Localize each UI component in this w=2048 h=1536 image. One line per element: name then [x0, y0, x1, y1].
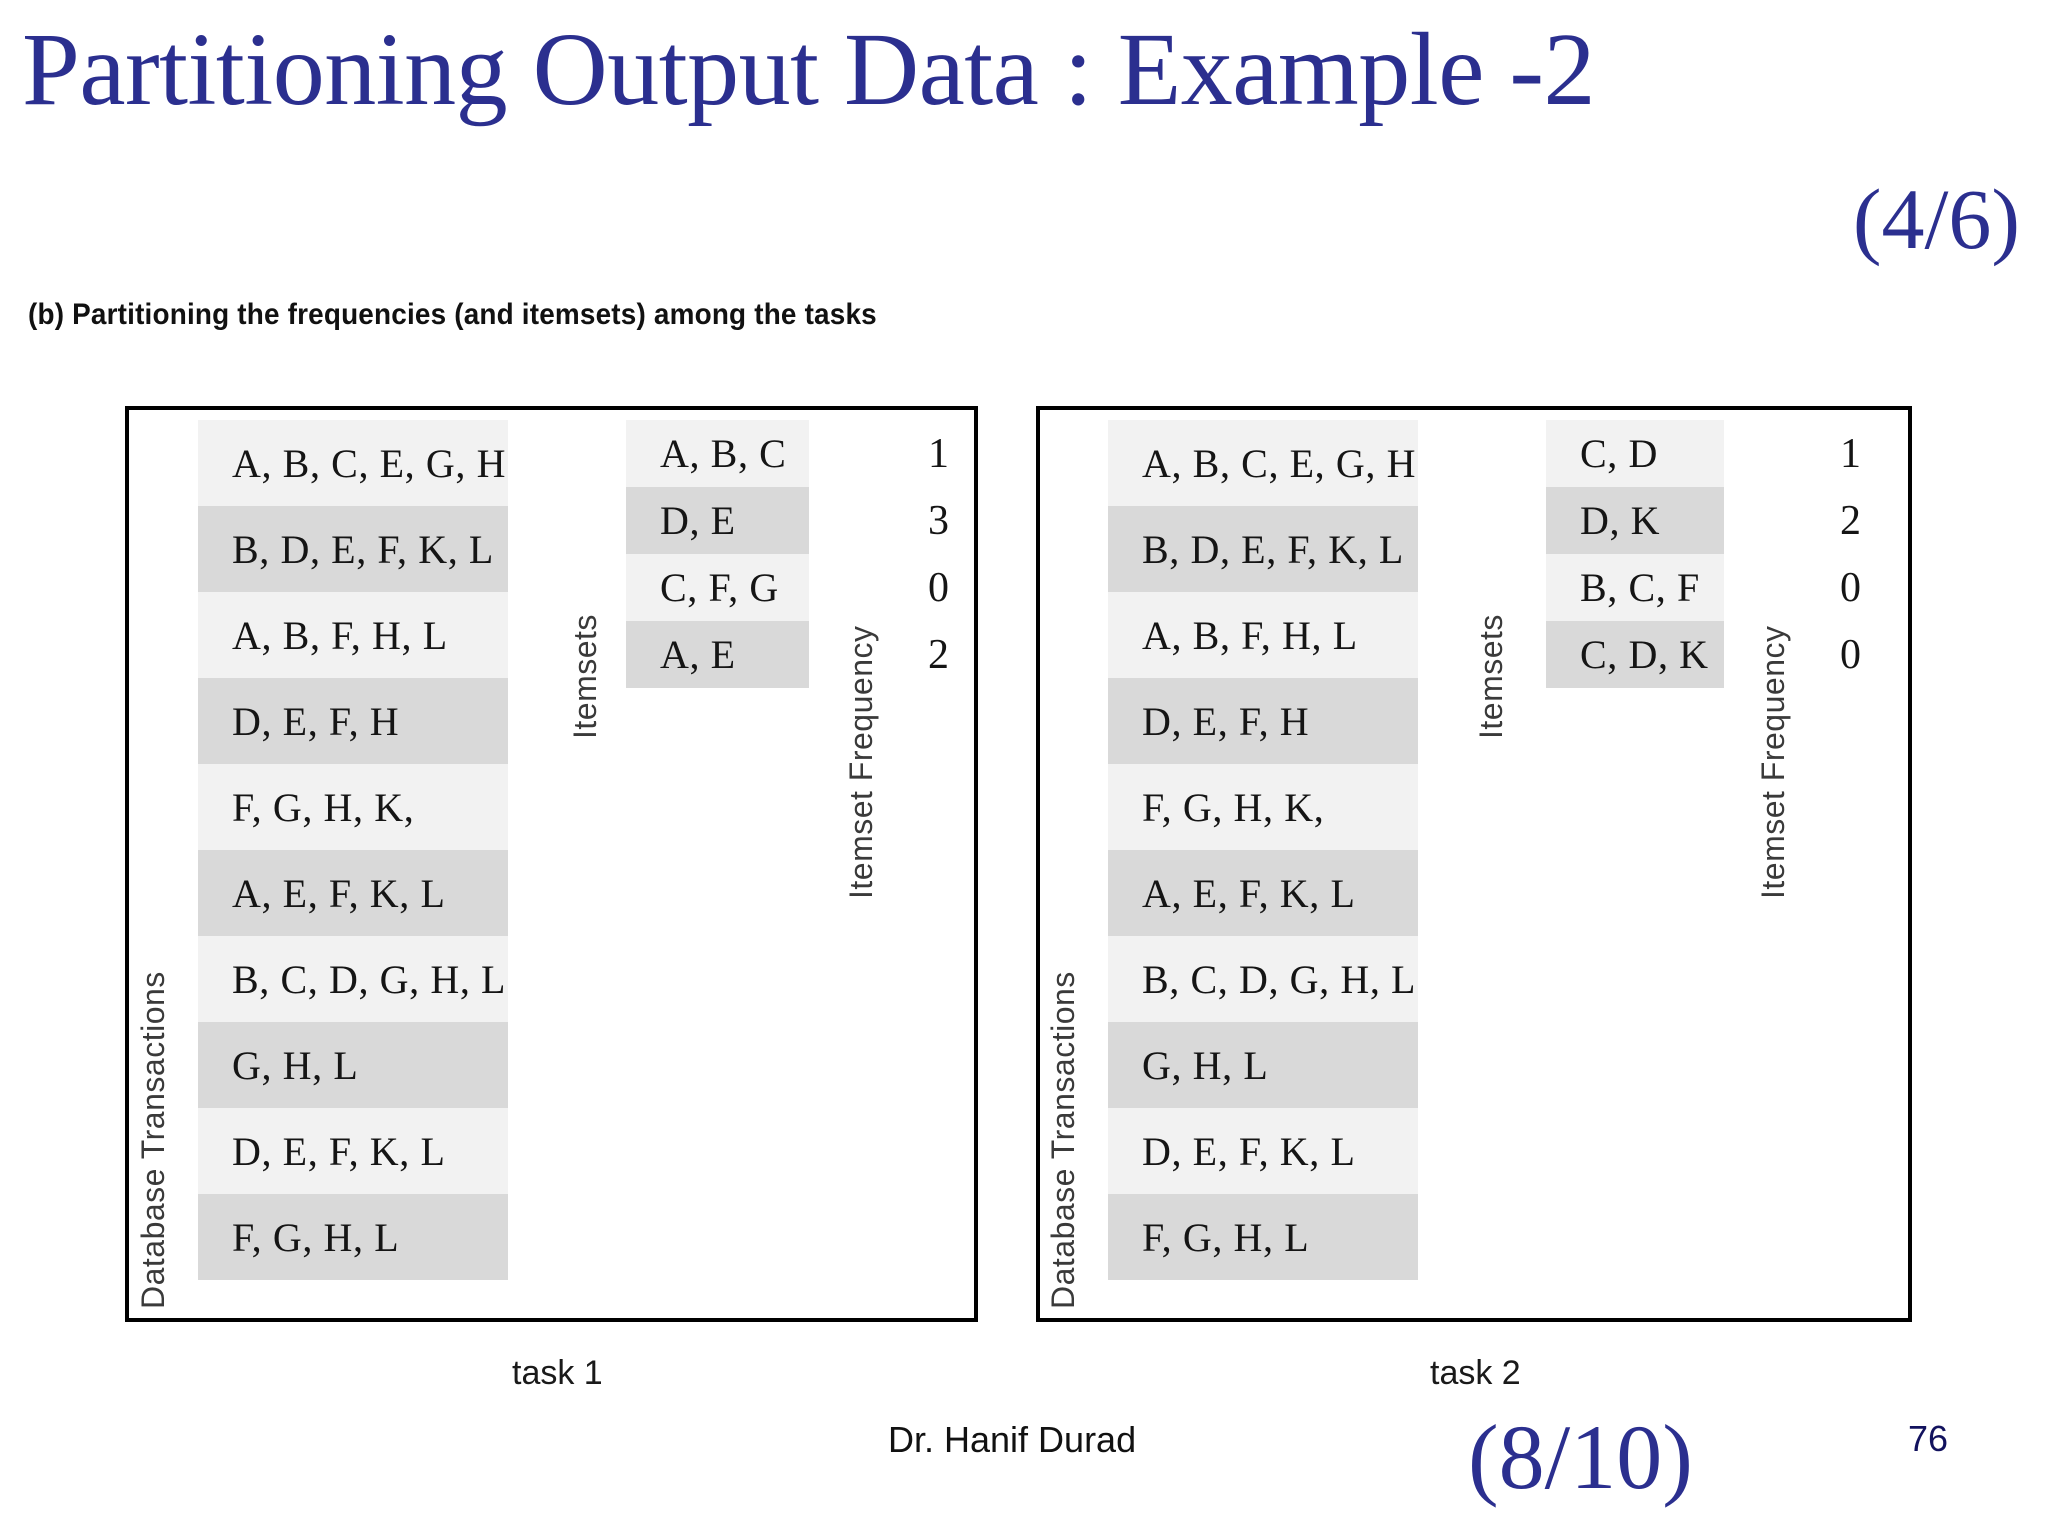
- itemset-row: A, E: [626, 621, 809, 688]
- transaction-row: A, B, F, H, L: [198, 592, 508, 678]
- axis-label-itemsets-task2: Itemsets: [1473, 614, 1509, 739]
- itemset-row: D, E: [626, 487, 809, 554]
- figure-caption: (b) Partitioning the frequencies (and it…: [28, 298, 877, 331]
- itemset-row: C, D, K: [1546, 621, 1724, 688]
- transaction-row: A, E, F, K, L: [1108, 850, 1418, 936]
- footer-author: Dr. Hanif Durad: [888, 1419, 1137, 1460]
- transaction-row: B, C, D, G, H, L: [1108, 936, 1418, 1022]
- title-page-reference: (4/6): [1852, 171, 2020, 267]
- transaction-row: A, E, F, K, L: [198, 850, 508, 936]
- task-caption-1: task 1: [512, 1354, 603, 1392]
- transaction-row: D, E, F, K, L: [198, 1108, 508, 1194]
- transaction-row: G, H, L: [198, 1022, 508, 1108]
- transaction-row: A, B, C, E, G, H: [1108, 420, 1418, 506]
- transaction-row: B, C, D, G, H, L: [198, 936, 508, 1022]
- frequency-cell: 0: [1840, 631, 1861, 678]
- transaction-row: A, B, C, E, G, H: [198, 420, 508, 506]
- frequency-cell: 1: [1840, 430, 1861, 477]
- transaction-row: A, B, F, H, L: [1108, 592, 1418, 678]
- itemset-row: C, D: [1546, 420, 1724, 487]
- transaction-row: F, G, H, L: [1108, 1194, 1418, 1280]
- transaction-row: F, G, H, K,: [198, 764, 508, 850]
- frequency-cell: 1: [928, 430, 949, 477]
- frequency-cell: 0: [1840, 564, 1861, 611]
- frequency-cell: 3: [928, 497, 949, 544]
- frequency-cell: 2: [928, 631, 949, 678]
- frequency-cell: 0: [928, 564, 949, 611]
- frequency-cell: 2: [1840, 497, 1861, 544]
- itemset-row: B, C, F: [1546, 554, 1724, 621]
- frequency-column-task2: 1 2 0 0: [1840, 420, 1890, 688]
- axis-label-transactions-task1: Database Transactions: [135, 971, 171, 1309]
- axis-label-frequency-task2: Itemset Frequency: [1755, 625, 1791, 900]
- slide-number: 76: [1908, 1418, 1949, 1459]
- axis-label-itemsets-task1: Itemsets: [567, 614, 603, 739]
- axis-label-frequency-task1: Itemset Frequency: [843, 625, 879, 900]
- axis-label-transactions-task2: Database Transactions: [1045, 971, 1081, 1309]
- transaction-row: B, D, E, F, K, L: [198, 506, 508, 592]
- transaction-row: B, D, E, F, K, L: [1108, 506, 1418, 592]
- task-caption-2: task 2: [1430, 1354, 1521, 1392]
- transaction-row: F, G, H, K,: [1108, 764, 1418, 850]
- transaction-row: D, E, F, H: [198, 678, 508, 764]
- transaction-row: D, E, F, K, L: [1108, 1108, 1418, 1194]
- itemset-row: D, K: [1546, 487, 1724, 554]
- transaction-row: G, H, L: [1108, 1022, 1418, 1108]
- frequency-column-task1: 1 3 0 2: [928, 420, 978, 688]
- itemset-row: C, F, G: [626, 554, 809, 621]
- transaction-row: D, E, F, H: [1108, 678, 1418, 764]
- footer-page-reference: (8/10): [1468, 1406, 1693, 1508]
- transaction-row: F, G, H, L: [198, 1194, 508, 1280]
- page-title: Partitioning Output Data : Example -2: [22, 12, 1595, 127]
- itemset-row: A, B, C: [626, 420, 809, 487]
